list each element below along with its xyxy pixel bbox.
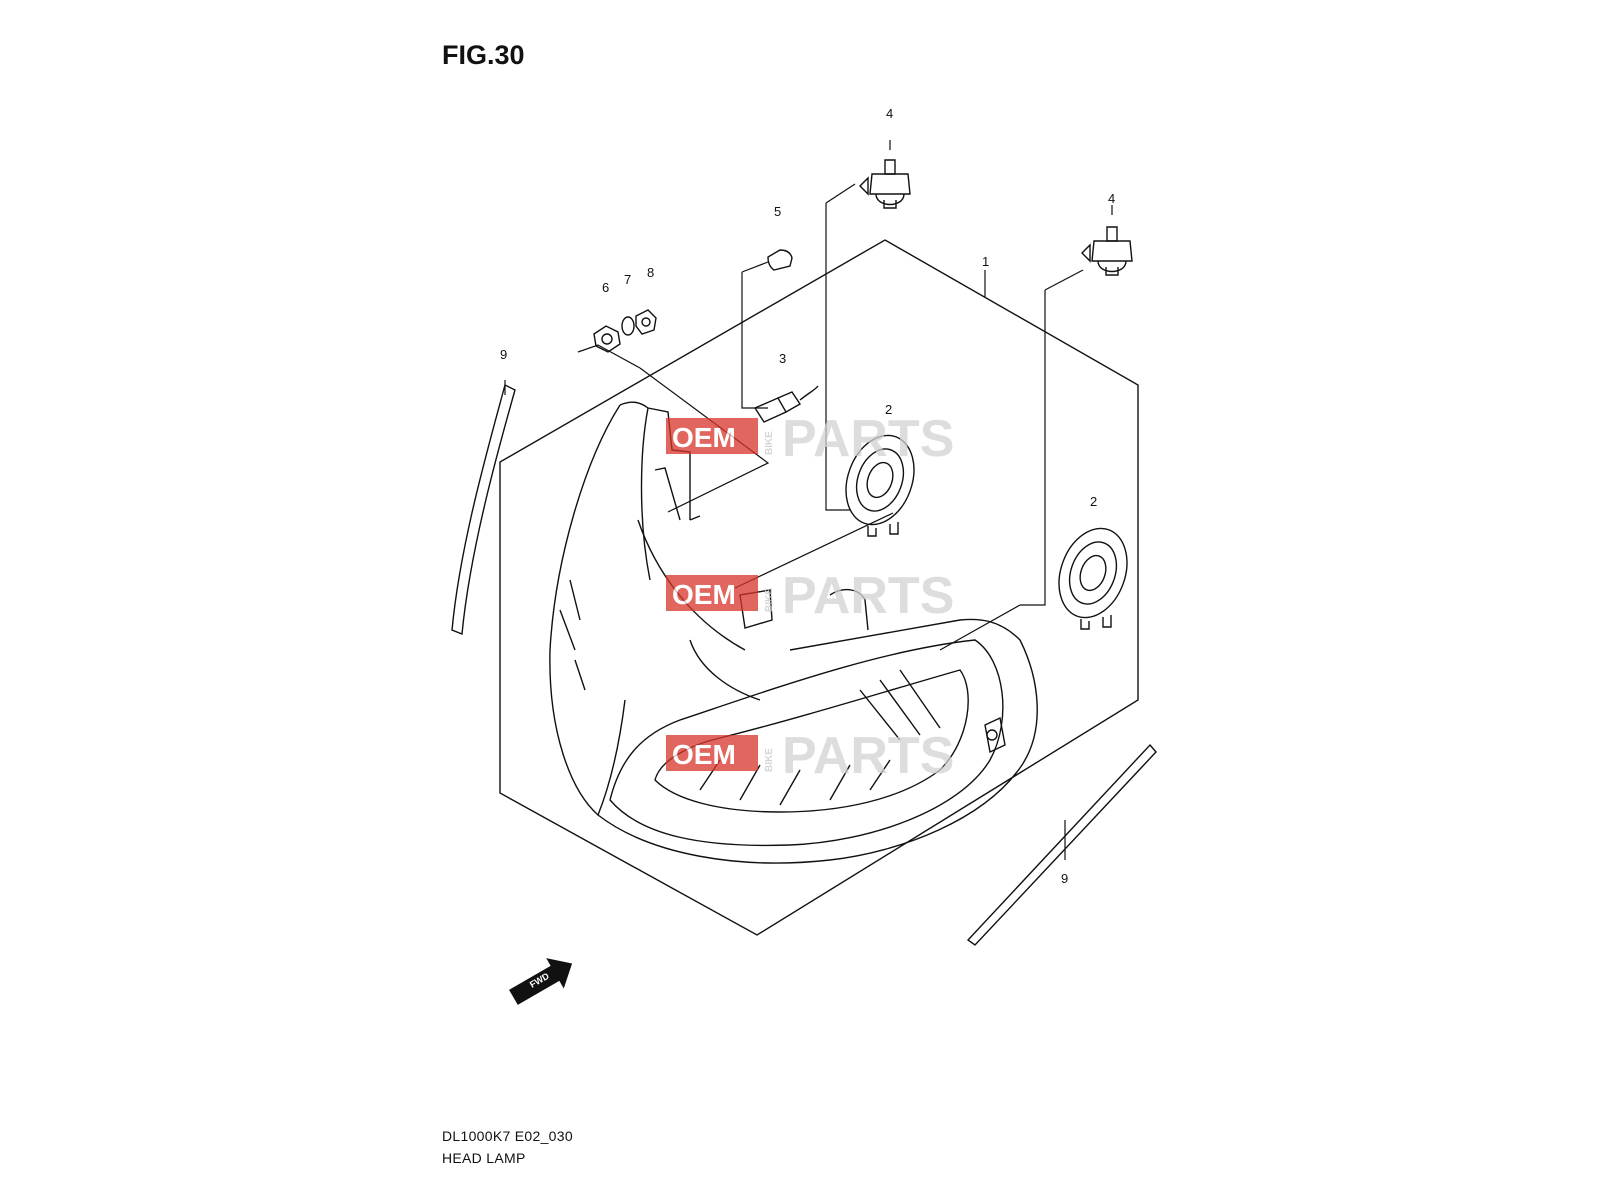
trim-strip-9a [451,383,516,635]
callout-numbers: 1 2 2 3 4 4 5 6 7 8 9 9 [500,106,1115,886]
callout-1: 1 [982,254,989,269]
watermark-oem-text: OEM [672,739,736,770]
leader-lines [504,140,1113,860]
assembly-outline [499,239,1139,936]
callout-9b: 9 [1061,871,1068,886]
watermark-bike-text: BIKE [764,748,775,772]
watermark-1: OEM BIKE PARTS [666,410,954,468]
callout-6: 6 [602,280,609,295]
washer-7 [621,316,635,336]
callout-4b: 4 [1108,191,1115,206]
headlamp-assembly-1 [549,401,1038,864]
figure-title: FIG.30 [442,40,525,70]
watermark-2: OEM BIKE PARTS [666,567,954,625]
bulb-4a [859,159,911,209]
watermark-3: OEM BIKE PARTS [666,727,954,785]
watermark-oem-box [666,735,758,771]
nut-8 [635,309,657,335]
watermarks: OEM BIKE PARTS OEM BIKE PARTS OEM BIKE P… [666,410,954,785]
diagram-name: HEAD LAMP [442,1150,526,1166]
callout-7: 7 [624,272,631,287]
callout-4a: 4 [886,106,893,121]
grommet-6 [593,325,621,353]
callout-8: 8 [647,265,654,280]
watermark-oem-box [666,418,758,454]
callout-3: 3 [779,351,786,366]
fwd-arrow-icon [509,958,573,1005]
callout-5: 5 [774,204,781,219]
watermark-oem-text: OEM [672,579,736,610]
bulb-holder-2b [1058,527,1128,630]
callout-9a: 9 [500,347,507,362]
watermark-oem-box [666,575,758,611]
watermark-parts-text: PARTS [782,410,954,468]
callout-2a: 2 [885,402,892,417]
watermark-parts-text: PARTS [782,727,954,785]
watermark-oem-text: OEM [672,422,736,453]
bulb-4b [1081,226,1133,276]
diagram-code: DL1000K7 E02_030 [442,1128,573,1144]
socket-3 [753,385,819,423]
watermark-parts-text: PARTS [782,567,954,625]
bulb-holder-2a [845,434,915,537]
watermark-bike-text: BIKE [764,431,775,455]
watermark-bike-text: BIKE [764,588,775,612]
trim-strip-9b [966,743,1157,946]
callout-2b: 2 [1090,494,1097,509]
bulb-5 [767,249,793,271]
